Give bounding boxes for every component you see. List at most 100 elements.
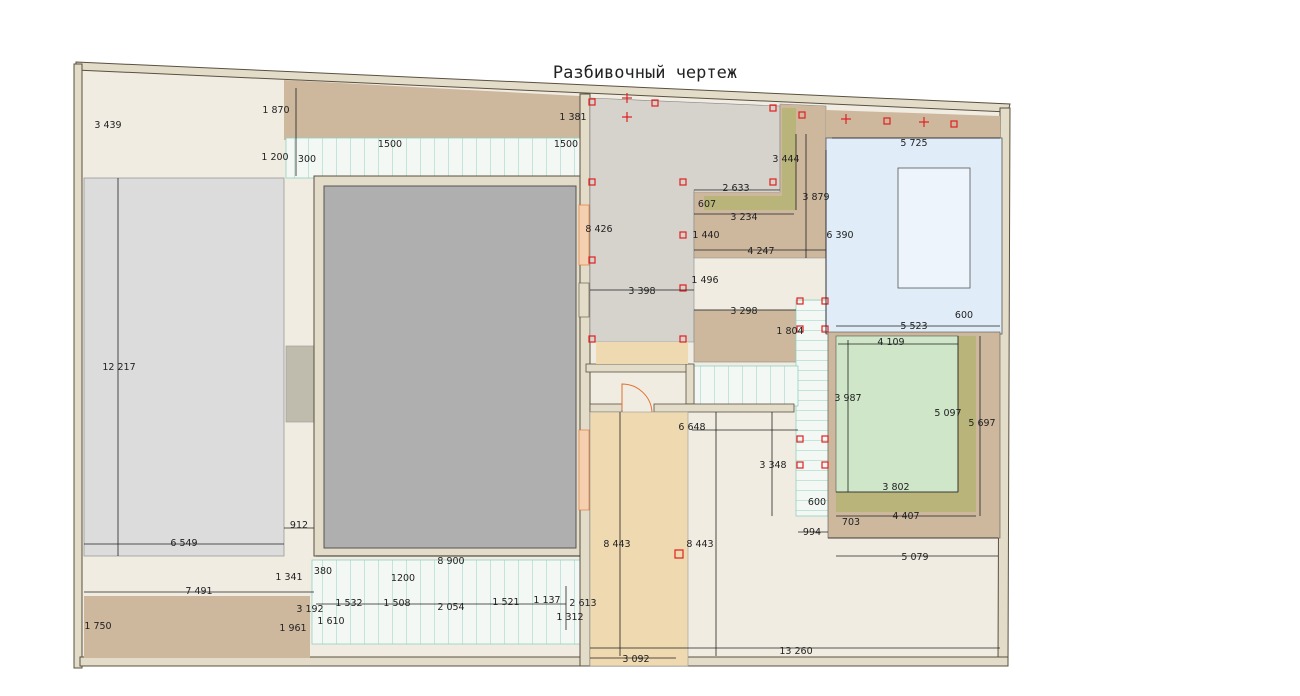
dim-label: 3 444 <box>772 154 799 165</box>
drawing-title: Разбивочный чертеж <box>553 63 737 83</box>
dim-label: 7 491 <box>185 586 212 597</box>
dim-label: 6 390 <box>826 230 853 241</box>
dim-label: 1500 <box>554 139 578 150</box>
dim-label: 2 054 <box>437 602 464 613</box>
marker <box>588 98 596 106</box>
dim-label: 1 532 <box>335 598 362 609</box>
stairs-side-right <box>795 299 829 517</box>
door-swing <box>621 383 653 413</box>
dim-label: 13 260 <box>779 646 812 657</box>
dim-label: 8 443 <box>603 539 630 550</box>
marker <box>588 335 596 343</box>
dim-label: 1 870 <box>262 105 289 116</box>
dim-label: 2 613 <box>569 598 596 609</box>
dim-label: 380 <box>314 566 332 577</box>
paving-brown-mid <box>693 309 799 363</box>
marker <box>679 284 687 292</box>
dim-label: 3 802 <box>882 482 909 493</box>
dim-label: 1 137 <box>533 595 560 606</box>
marker <box>796 297 804 305</box>
stairs-top <box>285 137 581 179</box>
dim-label: 5 697 <box>968 418 995 429</box>
marker <box>821 297 829 305</box>
boundary-wall-bottom <box>79 656 1009 667</box>
dim-label: 1 961 <box>279 623 306 634</box>
marker <box>798 111 806 119</box>
marker <box>651 99 659 107</box>
marker <box>674 549 684 559</box>
dimension-lines <box>84 88 1000 659</box>
sand-path <box>589 411 689 667</box>
dimension-labels: 3 439 1 870 1 200 300 1500 1500 1 381 12… <box>84 105 995 665</box>
marker <box>796 325 804 333</box>
paving-left-strip <box>285 345 317 423</box>
marker <box>883 117 891 125</box>
sand-path-upper <box>596 342 688 364</box>
dim-label: 3 348 <box>759 460 786 471</box>
planter-olive-strip <box>704 108 796 210</box>
marker <box>821 325 829 333</box>
dim-label: 4 109 <box>877 337 904 348</box>
dim-label: 1 610 <box>317 616 344 627</box>
dim-label: 1 496 <box>691 275 718 286</box>
interior-wall-c <box>589 403 623 413</box>
dim-label: 12 217 <box>102 362 135 373</box>
dim-label: 3 987 <box>834 393 861 404</box>
dim-label: 600 <box>808 497 826 508</box>
lawn-green <box>835 335 959 493</box>
dim-label: 6 648 <box>678 422 705 433</box>
boundary-wall-left <box>73 63 83 669</box>
interior-wall-b <box>685 363 695 405</box>
paving-top-left <box>284 80 580 140</box>
dim-label: 3 092 <box>622 654 649 665</box>
dim-label: 4 247 <box>747 246 774 257</box>
dim-label: 1 804 <box>776 326 803 337</box>
marker <box>588 178 596 186</box>
dim-label: 3 879 <box>802 192 829 203</box>
stairs-middle <box>693 365 799 407</box>
dim-label: 5 725 <box>900 138 927 149</box>
marker <box>679 178 687 186</box>
central-wall <box>579 93 591 667</box>
dim-label: 3 192 <box>296 604 323 615</box>
dim-label: 1 508 <box>383 598 410 609</box>
dim-label: 6 549 <box>170 538 197 549</box>
dim-label: 994 <box>803 527 821 538</box>
dim-label: 703 <box>842 517 860 528</box>
lawn-left <box>83 177 285 557</box>
dim-label: 1 341 <box>275 572 302 583</box>
marker <box>769 178 777 186</box>
dim-label: 1 521 <box>492 597 519 608</box>
paving-bottom-left <box>84 596 310 658</box>
dim-label: 3 439 <box>94 120 121 131</box>
marker-group <box>588 93 958 559</box>
marker <box>679 231 687 239</box>
dim-label: 2 633 <box>722 183 749 194</box>
dim-label: 1 200 <box>261 152 288 163</box>
interior-wall-d <box>653 403 795 413</box>
marker <box>950 120 958 128</box>
house-roof <box>323 185 577 549</box>
dim-label: 3 298 <box>730 306 757 317</box>
dim-label: 3 234 <box>730 212 757 223</box>
dim-label: 1 440 <box>692 230 719 241</box>
paving-brown-top-right <box>826 110 1000 138</box>
pool-inner <box>897 167 971 289</box>
dim-label: 1500 <box>378 139 402 150</box>
marker <box>796 435 804 443</box>
marker <box>796 461 804 469</box>
dim-label: 4 407 <box>892 511 919 522</box>
dim-label: 5 079 <box>901 552 928 563</box>
dim-label: 5 097 <box>934 408 961 419</box>
window-2 <box>578 282 590 318</box>
dim-label: 8 443 <box>686 539 713 550</box>
dim-label: 5 523 <box>900 321 927 332</box>
marker <box>821 461 829 469</box>
marker <box>769 104 777 112</box>
window-1 <box>578 204 590 266</box>
dim-label: 1 381 <box>559 112 586 123</box>
dim-label: 600 <box>955 310 973 321</box>
dim-label: 607 <box>698 199 716 210</box>
dim-label: 1 312 <box>556 612 583 623</box>
